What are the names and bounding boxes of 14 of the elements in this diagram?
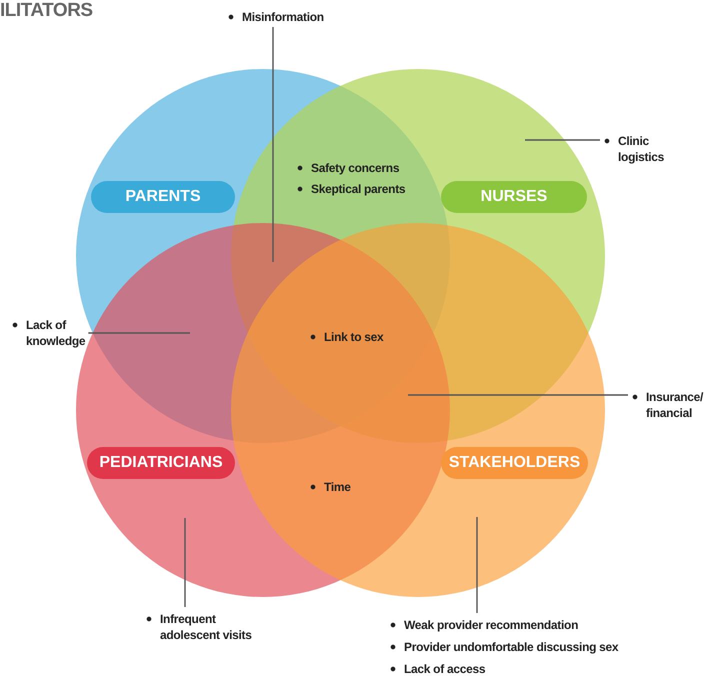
leader-line xyxy=(272,27,274,262)
leader-line xyxy=(408,394,628,396)
category-label: STAKEHOLDERS xyxy=(441,447,588,479)
category-label: PARENTS xyxy=(91,181,235,213)
title: ILITATORS xyxy=(0,0,93,22)
leader-line xyxy=(184,518,186,607)
leader-line xyxy=(476,517,478,613)
leader-line xyxy=(88,332,190,334)
bullet-text: Safety concerns xyxy=(297,160,400,176)
bullet-text: Skeptical parents xyxy=(297,181,406,197)
category-label: NURSES xyxy=(441,181,587,213)
category-label: PEDIATRICIANS xyxy=(87,447,235,479)
bullet-text: Lack of knowledge xyxy=(12,317,86,349)
leader-line xyxy=(525,139,600,141)
